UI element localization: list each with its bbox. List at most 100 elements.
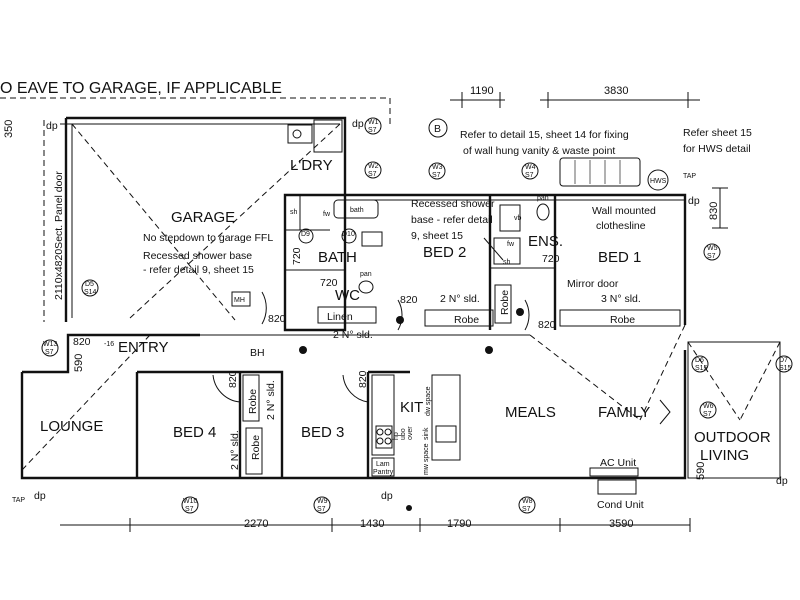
dimension-top-b: 3830: [604, 85, 628, 97]
burner-4: [384, 437, 392, 445]
dimension-line-right-830: [712, 187, 728, 229]
ref-w2: W2: [368, 163, 379, 170]
ref-d6-sheet: S15: [695, 365, 708, 372]
bedroom-door-swings: [397, 299, 530, 331]
room-bed2: BED 2: [423, 244, 466, 261]
ref-w6-sheet: S7: [703, 411, 712, 418]
outdoor-living-slab: [687, 341, 781, 479]
bed2-robe: [494, 284, 512, 324]
room-lounge: LOUNGE: [40, 418, 103, 435]
wc-pan-label: pan: [360, 271, 372, 278]
ref-w9: W9: [317, 498, 328, 505]
roof-line-west: [21, 334, 530, 471]
ref-w9-sheet: S7: [317, 506, 326, 513]
ref-w1: W1: [368, 119, 379, 126]
vanity-note-1: Refer to detail 15, sheet 14 for fixing: [460, 129, 629, 141]
hws-unit: [647, 169, 669, 191]
downpipe-ldry: dp: [352, 118, 364, 130]
garage-note-1: No stepdown to garage FFL: [143, 232, 273, 244]
dimension-left-350: 350: [3, 120, 15, 138]
ceiling-light-1: [299, 346, 307, 354]
roof-line-east: [529, 324, 686, 421]
linen-label: Linen: [327, 311, 353, 323]
ref-w10-sheet: S7: [185, 506, 194, 513]
tap-sw: TAP: [12, 497, 25, 504]
ref-w4-sheet: S7: [525, 172, 534, 179]
room-ldry: L'DRY: [290, 157, 333, 174]
kitchen-mw-space: mw space: [423, 443, 430, 475]
kitchen-hp: hp: [393, 432, 400, 440]
bed1-sliding-doors: 3 N° sld.: [601, 293, 641, 305]
pantry: [371, 457, 395, 477]
cond-unit: [597, 479, 637, 495]
kitchen-bench-west: [371, 374, 395, 456]
bed3-robe: [245, 427, 263, 475]
dimension-ticks-bottom: [129, 518, 691, 532]
ref-w5-bubble: [703, 243, 721, 261]
entry-step: -16: [104, 341, 114, 348]
pantry-label-2: Pantry: [373, 469, 394, 476]
ref-w9-bubble: [313, 496, 331, 514]
bed4-robe: [242, 374, 260, 422]
room-outdoor-2: LIVING: [700, 447, 749, 464]
ref-d5-bubble: [81, 279, 99, 297]
room-kit: KIT: [400, 399, 423, 416]
family-arrow: [659, 399, 671, 425]
ref-w8-sheet: S7: [522, 506, 531, 513]
eave-note: O EAVE TO GARAGE, IF APPLICABLE: [0, 80, 282, 97]
ref-w6-bubble: [699, 401, 717, 419]
ens-vanity: [499, 204, 521, 232]
dimension-right-590: 590: [695, 462, 707, 480]
dimension-bottom-2: 1430: [360, 518, 384, 530]
kitchen-dw-space: dw space: [425, 386, 432, 416]
room-family: FAMILY: [598, 404, 650, 421]
ref-w3: W3: [432, 164, 443, 171]
room-bed1: BED 1: [598, 249, 641, 266]
bath-shower-label: sh: [290, 209, 298, 216]
bath-door-720: 720: [291, 247, 303, 265]
burner-3: [376, 437, 384, 445]
cond-unit-label: Cond Unit: [597, 499, 644, 511]
bed4-walls: [135, 370, 284, 478]
ref-d5-sheet: S14: [84, 289, 97, 296]
room-outdoor-1: OUTDOOR: [694, 429, 771, 446]
ref-w6: W6: [703, 403, 714, 410]
ref-w4-bubble: [521, 162, 539, 180]
section-b: B: [434, 123, 441, 135]
pantry-label-1: Lam: [376, 461, 390, 468]
outdoor-roof-lines: [687, 341, 781, 421]
bulkhead: BH: [250, 347, 265, 359]
ref-w1-sheet: S7: [368, 127, 377, 134]
garage-entry-door-swing: [261, 291, 267, 325]
eave-line: [0, 97, 391, 125]
dimension-line-top-b: [540, 92, 700, 108]
bed4-sliding-doors: 2 N° sld.: [229, 430, 241, 470]
bath-vanity: [361, 231, 383, 247]
bed3-robe-label: Robe: [250, 435, 262, 460]
dimension-bottom-1: 2270: [244, 518, 268, 530]
bed2-robe-label-2: Robe: [454, 314, 479, 326]
clothesline-note-2: clothesline: [596, 220, 646, 232]
ens-pan-label: pan: [537, 195, 549, 202]
burner-2: [384, 428, 392, 436]
ref-d9: D9: [301, 231, 310, 238]
ac-unit: [589, 467, 639, 477]
ref-w13-bubble: [41, 339, 59, 357]
garage-note-3: - refer detail 9, sheet 15: [143, 264, 254, 276]
room-bed4: BED 4: [173, 424, 216, 441]
dimension-line-top-a: [450, 92, 505, 108]
kitchen-island: [431, 374, 461, 461]
room-bed3: BED 3: [301, 424, 344, 441]
kitchen-ubo: ubo: [400, 428, 407, 440]
ceiling-light-2: [485, 346, 493, 354]
hws-label: HWS: [650, 178, 667, 185]
hws-note-2: for HWS detail: [683, 143, 751, 155]
ref-w3-sheet: S7: [432, 172, 441, 179]
room-wc: WC: [335, 287, 360, 304]
bed2-robe-sliding: [424, 309, 494, 327]
laundry-tub: [287, 124, 313, 144]
bed2-sliding-doors: 2 N° sld.: [440, 293, 480, 305]
linen-door-820: 820: [268, 313, 286, 325]
burner-1: [376, 428, 384, 436]
laundry-tub-drain: [292, 129, 302, 139]
